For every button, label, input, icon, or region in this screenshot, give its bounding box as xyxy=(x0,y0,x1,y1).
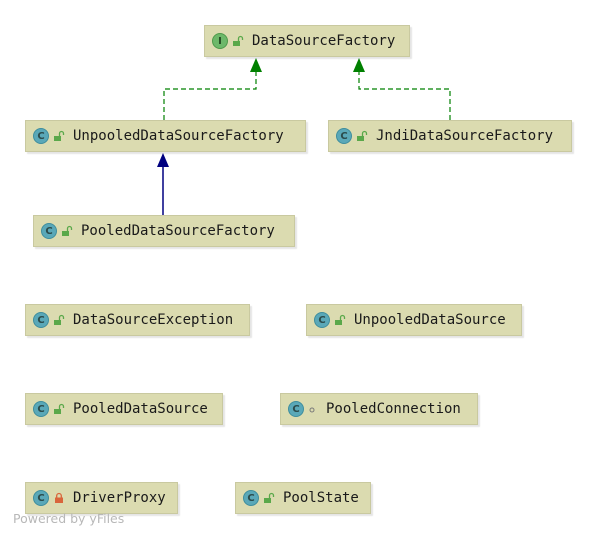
class-icon: C xyxy=(33,401,49,417)
class-icon: C xyxy=(314,312,330,328)
arrowhead-implements-left xyxy=(250,58,262,72)
powered-by-footer: Powered by yFiles xyxy=(13,511,125,526)
node-label: DriverProxy xyxy=(73,490,166,506)
node-label: PooledDataSource xyxy=(73,401,208,417)
class-icon: C xyxy=(33,490,49,506)
node-label: DataSourceFactory xyxy=(252,33,396,49)
node-label: PoolState xyxy=(283,490,359,506)
public-unlock-icon xyxy=(54,314,65,325)
class-icon: C xyxy=(33,312,49,328)
node-data-source-factory[interactable]: I DataSourceFactory xyxy=(204,25,410,57)
class-icon: C xyxy=(243,490,259,506)
node-pooled-data-source[interactable]: C PooledDataSource xyxy=(25,393,223,425)
arrowhead-extends xyxy=(157,153,169,167)
public-unlock-icon xyxy=(335,314,346,325)
node-pooled-connection[interactable]: C PooledConnection xyxy=(280,393,478,425)
class-icon: C xyxy=(41,223,57,239)
node-unpooled-data-source[interactable]: C UnpooledDataSource xyxy=(306,304,522,336)
private-lock-icon xyxy=(55,492,63,503)
node-unpooled-data-source-factory[interactable]: C UnpooledDataSourceFactory xyxy=(25,120,306,152)
node-jndi-data-source-factory[interactable]: C JndiDataSourceFactory xyxy=(328,120,572,152)
public-unlock-icon xyxy=(233,35,244,46)
node-label: PooledConnection xyxy=(326,401,461,417)
arrowhead-implements-right xyxy=(353,58,365,72)
node-data-source-exception[interactable]: C DataSourceException xyxy=(25,304,250,336)
class-icon: C xyxy=(288,401,304,417)
public-unlock-icon xyxy=(264,492,275,503)
class-icon: C xyxy=(336,128,352,144)
public-unlock-icon xyxy=(62,225,73,236)
node-pool-state[interactable]: C PoolState xyxy=(235,482,371,514)
edge-unpooled-implements xyxy=(163,72,257,120)
package-private-dot-icon xyxy=(309,407,315,413)
class-icon: C xyxy=(33,128,49,144)
public-unlock-icon xyxy=(54,403,65,414)
node-pooled-data-source-factory[interactable]: C PooledDataSourceFactory xyxy=(33,215,295,247)
node-driver-proxy[interactable]: C DriverProxy xyxy=(25,482,178,514)
node-label: UnpooledDataSourceFactory xyxy=(73,128,284,144)
node-label: DataSourceException xyxy=(73,312,234,328)
node-label: PooledDataSourceFactory xyxy=(81,223,275,239)
interface-icon: I xyxy=(212,33,228,49)
public-unlock-icon xyxy=(54,130,65,141)
edge-jndi-implements xyxy=(358,72,451,120)
public-unlock-icon xyxy=(357,130,368,141)
node-label: UnpooledDataSource xyxy=(354,312,506,328)
node-label: JndiDataSourceFactory xyxy=(376,128,554,144)
